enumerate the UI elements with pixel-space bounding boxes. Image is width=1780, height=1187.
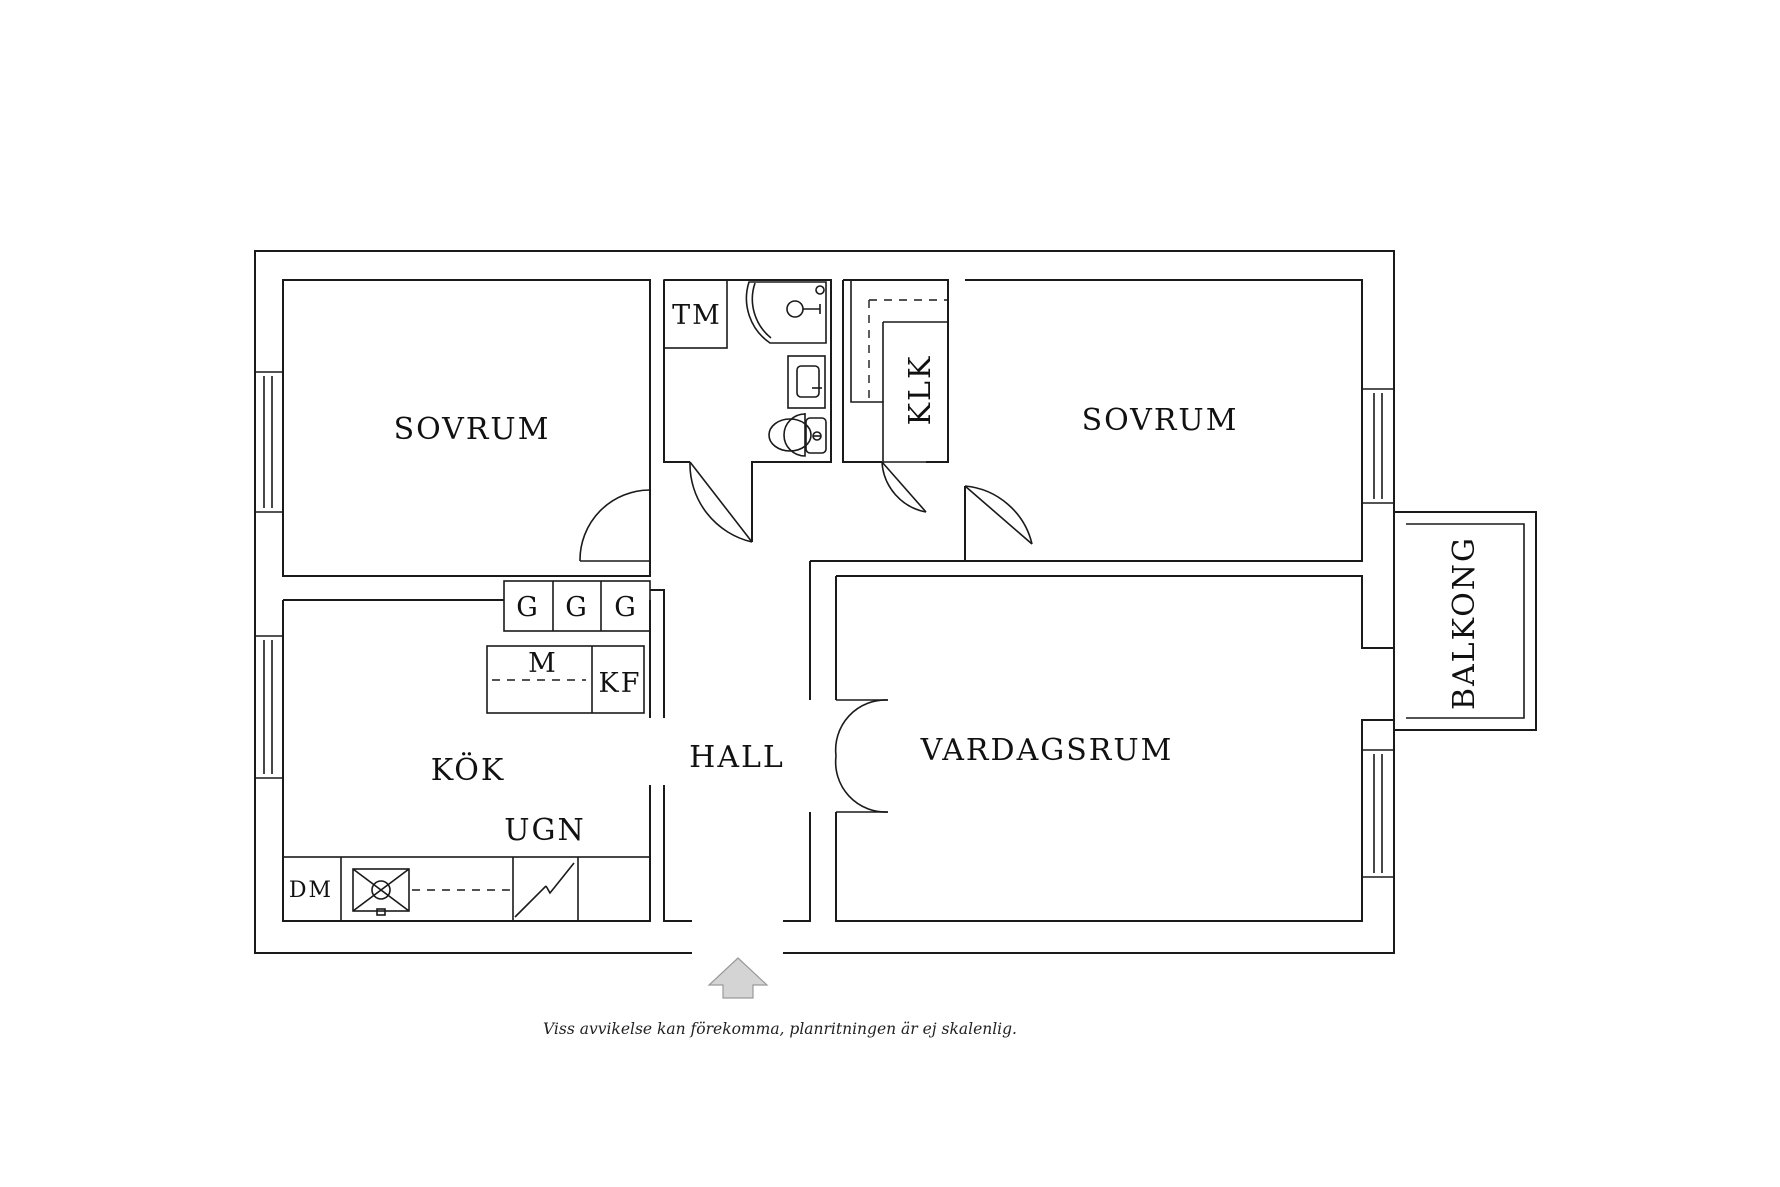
label-fridge: KF bbox=[599, 668, 642, 699]
toilet-icon bbox=[768, 413, 827, 457]
label-dishwasher: DM bbox=[289, 878, 333, 903]
hall-walls bbox=[650, 561, 811, 922]
label-wardrobe-2: G bbox=[565, 592, 589, 623]
label-microwave: M bbox=[528, 648, 558, 679]
closet-fixtures bbox=[850, 280, 948, 463]
label-oven: UGN bbox=[504, 813, 586, 848]
shower-icon bbox=[745, 281, 827, 344]
label-kitchen: KÖK bbox=[431, 752, 506, 788]
laundry-box bbox=[663, 279, 728, 349]
label-closet: KLK bbox=[903, 355, 938, 426]
disclaimer-text: Viss avvikelse kan förekomma, planritnin… bbox=[543, 1020, 1017, 1038]
label-bedroom-right: SOVRUM bbox=[1082, 403, 1239, 438]
balcony-outline bbox=[1394, 511, 1537, 731]
label-living-room: VARDAGSRUM bbox=[920, 733, 1174, 768]
room-bedroom-right bbox=[964, 279, 1363, 562]
label-wardrobe-3: G bbox=[614, 592, 638, 623]
room-bedroom-left bbox=[282, 279, 651, 577]
wardrobes bbox=[503, 580, 651, 632]
label-laundry: TM bbox=[672, 300, 722, 331]
sink-icon bbox=[787, 355, 826, 409]
label-bedroom-left: SOVRUM bbox=[394, 412, 551, 447]
label-hall: HALL bbox=[689, 740, 785, 775]
outer-walls bbox=[254, 250, 1395, 954]
room-living bbox=[835, 575, 1394, 922]
windows bbox=[256, 371, 1393, 878]
label-wardrobe-1: G bbox=[516, 592, 540, 623]
bathroom-fixtures bbox=[663, 279, 827, 457]
doors bbox=[579, 461, 1033, 813]
kitchen-fixtures bbox=[282, 645, 651, 922]
stove-icon bbox=[352, 868, 410, 916]
label-balcony: BALKONG bbox=[1447, 536, 1482, 710]
entrance-arrow-icon bbox=[707, 957, 769, 999]
